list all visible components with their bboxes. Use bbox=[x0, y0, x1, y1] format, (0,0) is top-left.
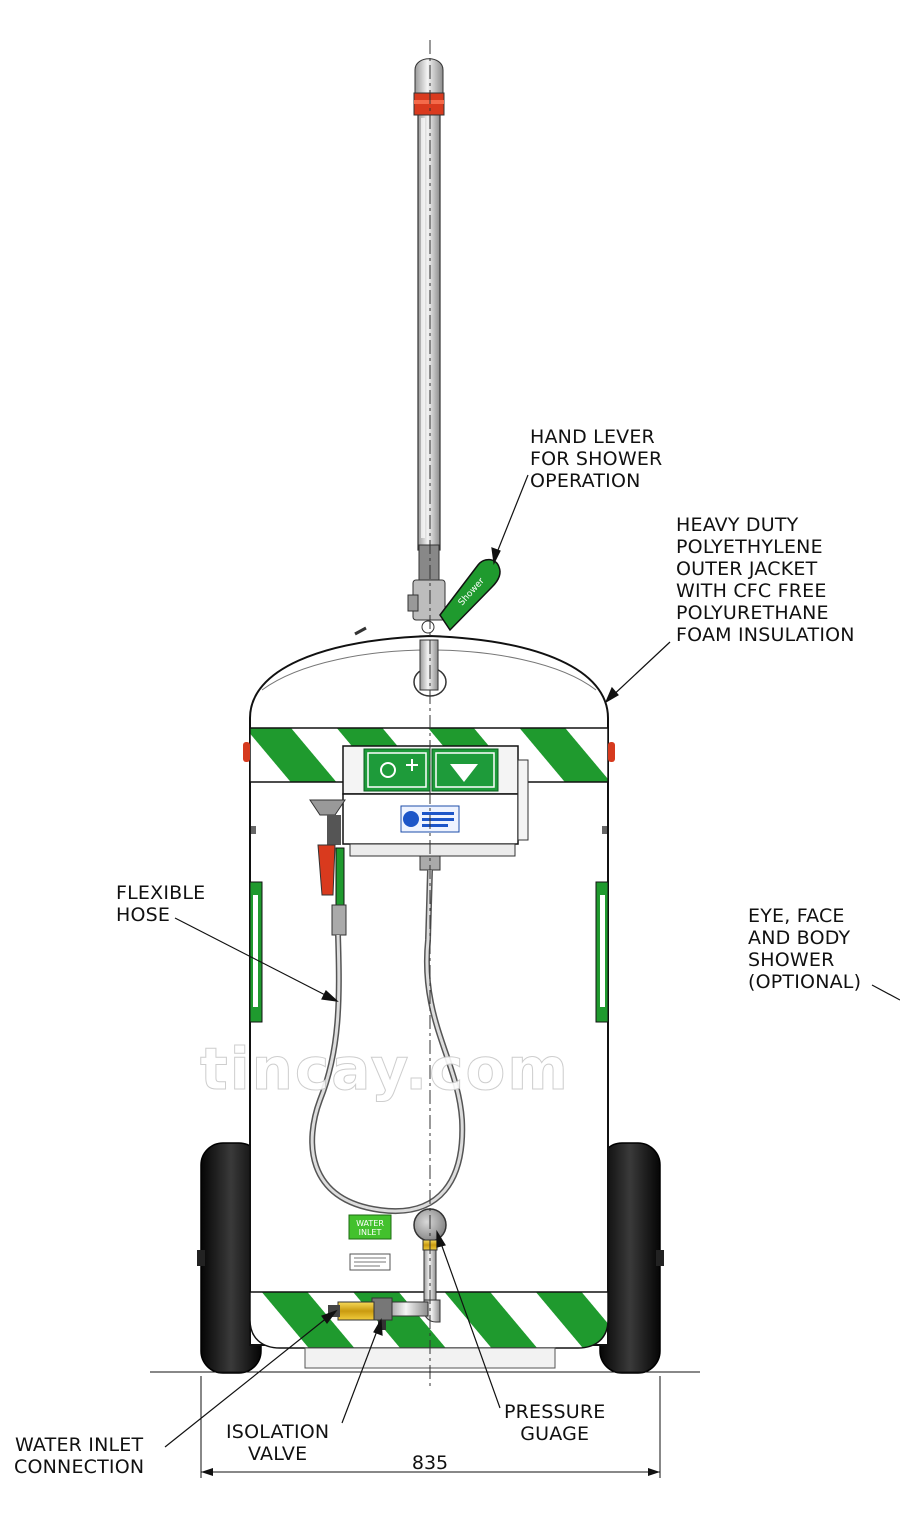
hand-lever: Shower bbox=[439, 558, 501, 632]
sign-box bbox=[342, 745, 529, 871]
label-isolation-valve: ISOLATION VALVE bbox=[226, 1421, 330, 1465]
eye-face-nozzle bbox=[309, 799, 347, 936]
dimension-width-value: 835 bbox=[411, 1452, 449, 1474]
water-inlet-sign-line1: WATER bbox=[356, 1219, 384, 1228]
water-inlet-sign-line2: INLET bbox=[359, 1228, 382, 1237]
width-dimension bbox=[200, 1376, 661, 1478]
isolation-valve bbox=[371, 1297, 429, 1330]
label-water-inlet-connection: WATER INLET CONNECTION bbox=[14, 1434, 145, 1478]
leader-lines bbox=[164, 474, 900, 1448]
eyewash-sign bbox=[363, 748, 431, 792]
label-pressure-gauge: PRESSURE GUAGE bbox=[504, 1401, 606, 1445]
label-hand-lever: HAND LEVER FOR SHOWER OPERATION bbox=[530, 426, 663, 492]
water-inlet-sign: WATER INLET bbox=[348, 1214, 392, 1240]
rating-plate bbox=[349, 1253, 391, 1271]
watermark: tincay.com bbox=[200, 1035, 570, 1104]
shower-pipe bbox=[407, 58, 446, 691]
right-wheel bbox=[599, 1142, 664, 1374]
label-outer-jacket: HEAVY DUTY POLYETHYLENE OUTER JACKET WIT… bbox=[676, 514, 855, 646]
label-eye-face-body-shower: EYE, FACE AND BODY SHOWER (OPTIONAL) bbox=[748, 905, 862, 993]
label-flexible-hose: FLEXIBLE HOSE bbox=[116, 882, 206, 926]
